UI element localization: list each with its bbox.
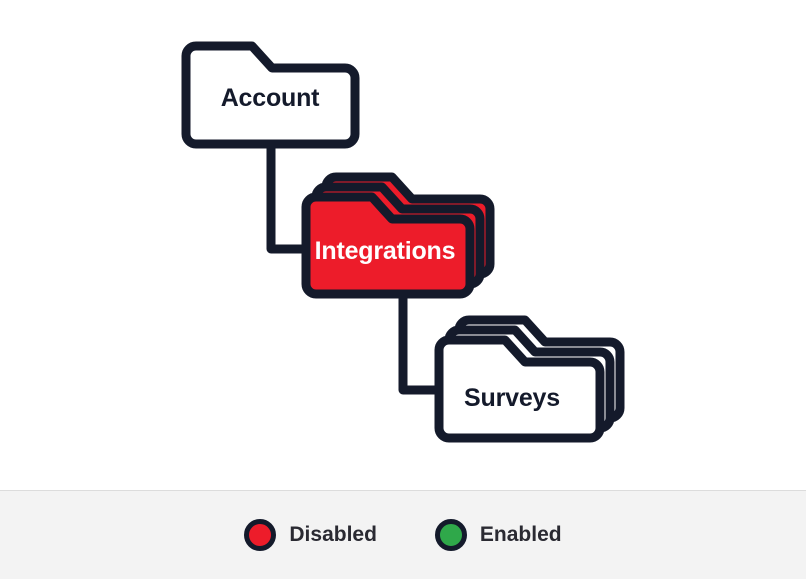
node-account[interactable]: Account [181,41,360,149]
folder-hierarchy-diagram: Account Integrations Surveys [181,41,625,443]
legend-item-enabled: Enabled [434,519,562,551]
account-folder-shape [181,41,360,149]
connector-integrations-surveys [398,292,449,395]
status-dot-disabled-icon [244,519,277,551]
legend-label-enabled: Enabled [479,523,562,546]
integrations-label: Integrations [315,237,456,265]
integrations-folder-front [301,192,475,299]
diagram-canvas: Account Integrations Surveys [181,41,625,443]
status-dot-enabled-icon [434,519,467,551]
legend-label-disabled: Disabled [289,523,377,546]
surveys-label: Surveys [464,384,560,412]
surveys-folder-front [434,335,605,443]
account-label: Account [221,84,320,112]
node-surveys[interactable]: Surveys [434,315,625,443]
legend-bar: Disabled Enabled [0,490,806,579]
legend-item-disabled: Disabled [244,519,377,551]
node-integrations[interactable]: Integrations [301,172,495,299]
connector-account-integrations [266,144,316,254]
